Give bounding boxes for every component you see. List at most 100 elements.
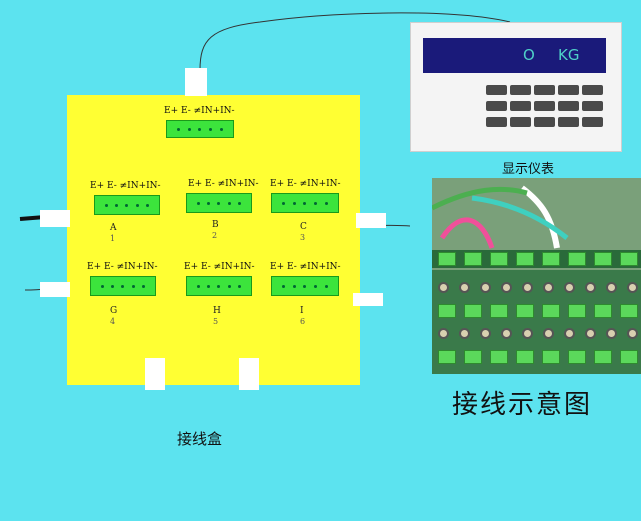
pin <box>585 328 596 339</box>
key[interactable] <box>534 117 555 127</box>
output-terminal-block <box>166 120 234 138</box>
pin <box>501 282 512 293</box>
weighing-indicator: O KG <box>410 22 622 152</box>
pin <box>522 282 533 293</box>
photo-wires <box>432 185 569 249</box>
terminal <box>490 350 508 364</box>
pin <box>564 328 575 339</box>
terminal <box>594 304 612 318</box>
terminal <box>620 304 638 318</box>
right-lower-cable-tab <box>353 293 383 306</box>
output-terminal-label: E+ E- ≠IN+IN- <box>164 106 235 116</box>
terminal <box>516 304 534 318</box>
indicator-keypad <box>486 83 604 141</box>
channel-letter-h: H <box>213 306 221 316</box>
pin <box>606 282 617 293</box>
terminal <box>516 350 534 364</box>
solder-pin-row-upper <box>438 282 638 294</box>
pin <box>606 328 617 339</box>
pin <box>438 282 449 293</box>
indicator-display: O KG <box>423 38 606 73</box>
pin <box>480 282 491 293</box>
key[interactable] <box>582 85 603 95</box>
pin <box>438 328 449 339</box>
terminal <box>594 252 612 266</box>
solder-pin-row-lower <box>438 328 638 340</box>
pin <box>585 282 596 293</box>
photo-wire-pink <box>439 217 495 249</box>
terminal <box>516 252 534 266</box>
key[interactable] <box>486 117 507 127</box>
terminal-row-lower <box>438 304 638 320</box>
terminal <box>438 252 456 266</box>
pin <box>459 282 470 293</box>
photo-wire-green <box>432 186 528 211</box>
key[interactable] <box>582 117 603 127</box>
key[interactable] <box>510 85 531 95</box>
channel-number-g: 4 <box>110 317 116 326</box>
channel-number-i: 6 <box>300 317 306 326</box>
photo-wire-teal <box>471 195 569 240</box>
channel-number-b: 2 <box>212 231 218 240</box>
pin <box>564 282 575 293</box>
key[interactable] <box>510 101 531 111</box>
terminal-label-b: E+ E- ≠IN+IN- <box>188 179 259 189</box>
terminal <box>490 252 508 266</box>
terminal <box>438 350 456 364</box>
left-lower-cable-tab <box>40 282 70 297</box>
terminal-row-bottom <box>438 350 638 366</box>
terminal <box>568 304 586 318</box>
terminal-row <box>438 252 638 266</box>
terminal <box>594 350 612 364</box>
wiring-photo <box>432 178 641 374</box>
key[interactable] <box>582 101 603 111</box>
key[interactable] <box>486 85 507 95</box>
pin <box>627 282 638 293</box>
top-cable-tab <box>185 68 207 96</box>
pin <box>480 328 491 339</box>
key[interactable] <box>534 85 555 95</box>
terminal <box>568 252 586 266</box>
diagram-title: 接线示意图 <box>452 390 593 420</box>
channel-letter-g: G <box>110 306 118 316</box>
channel-letter-b: B <box>212 220 219 230</box>
terminal-label-g: E+ E- ≠IN+IN- <box>87 262 158 272</box>
channel-number-a: 1 <box>110 234 116 243</box>
terminal-label-h: E+ E- ≠IN+IN- <box>184 262 255 272</box>
terminal <box>542 350 560 364</box>
left-upper-cable-tab <box>40 210 70 227</box>
terminal <box>464 252 482 266</box>
bottom-left-cable-tab <box>145 358 165 390</box>
channel-letter-a: A <box>110 223 117 233</box>
terminal-block-a <box>94 195 160 215</box>
terminal-block-i <box>271 276 339 296</box>
pin <box>543 328 554 339</box>
photo-wire-white <box>520 185 560 249</box>
terminal-strip-upper <box>432 250 641 268</box>
key[interactable] <box>558 85 579 95</box>
pin <box>543 282 554 293</box>
key[interactable] <box>558 117 579 127</box>
terminal-label-c: E+ E- ≠IN+IN- <box>270 179 341 189</box>
terminal-block-g <box>90 276 156 296</box>
terminal-block-b <box>186 193 252 213</box>
terminal <box>464 304 482 318</box>
indicator-label: 显示仪表 <box>502 162 555 177</box>
pin <box>501 328 512 339</box>
key[interactable] <box>486 101 507 111</box>
key[interactable] <box>510 117 531 127</box>
junction-box-label: 接线盒 <box>177 430 223 448</box>
channel-number-h: 5 <box>213 317 219 326</box>
key[interactable] <box>558 101 579 111</box>
terminal <box>620 252 638 266</box>
key[interactable] <box>534 101 555 111</box>
right-upper-cable-tab <box>356 213 386 228</box>
terminal <box>438 304 456 318</box>
terminal-block-c <box>271 193 339 213</box>
readout-unit: KG <box>558 46 580 64</box>
channel-letter-i: I <box>300 306 304 316</box>
bottom-right-cable-tab <box>239 358 259 390</box>
terminal <box>490 304 508 318</box>
terminal <box>568 350 586 364</box>
terminal-block-h <box>186 276 252 296</box>
